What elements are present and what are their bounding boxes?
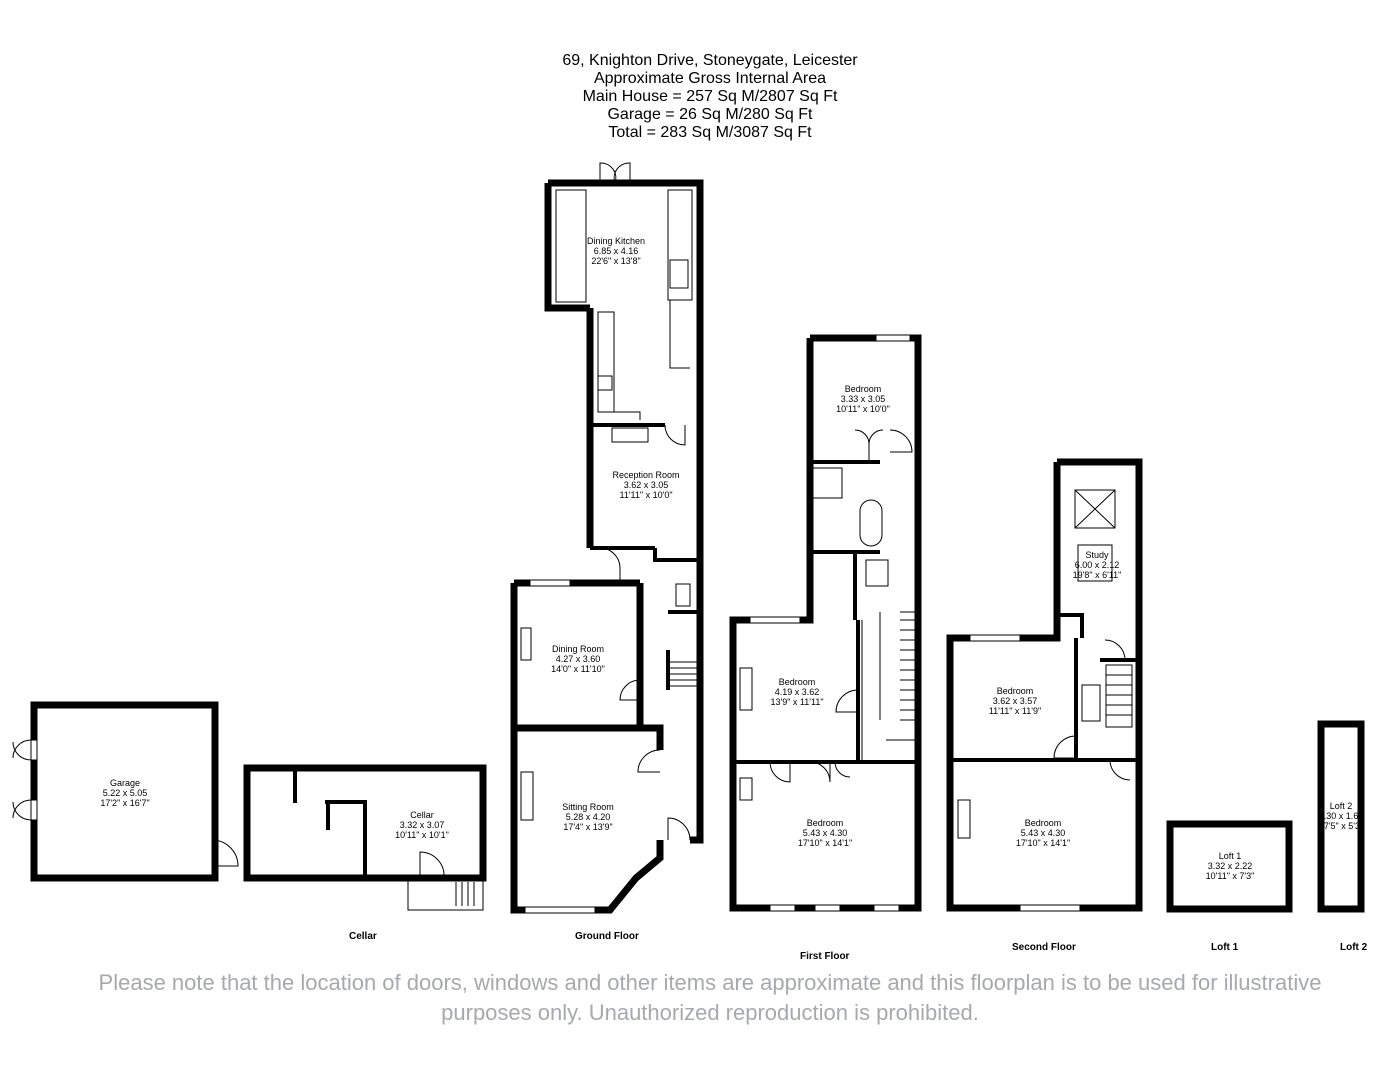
floor-label-cellar: Cellar: [349, 931, 377, 942]
first-floor-outline: [729, 334, 922, 912]
second-floor-outline: [946, 458, 1143, 912]
garage-outline: [12, 701, 239, 882]
loft-outlines: [1166, 720, 1365, 913]
garage-area: Garage = 26 Sq M/280 Sq Ft: [607, 106, 813, 123]
plan-header: 69, Knighton Drive, Stoneygate, Leiceste…: [0, 52, 1397, 142]
disclaimer-line-2: purposes only. Unauthorized reproduction…: [441, 1000, 979, 1025]
area-title: Approximate Gross Internal Area: [593, 70, 827, 87]
cellar-outline: [243, 764, 487, 911]
floor-label-first: First Floor: [800, 951, 850, 962]
ground-floor-outline: [510, 162, 704, 914]
floor-label-loft2: Loft 2: [1340, 942, 1368, 953]
floor-label-second: Second Floor: [1012, 942, 1076, 953]
address-title: 69, Knighton Drive, Stoneygate, Leiceste…: [562, 52, 858, 69]
floor-label-ground: Ground Floor: [575, 931, 639, 942]
disclaimer-line-1: Please note that the location of doors, …: [98, 970, 1322, 995]
floor-label-loft1: Loft 1: [1211, 942, 1239, 953]
main-house-area: Main House = 257 Sq M/2807 Sq Ft: [582, 88, 838, 105]
total-area: Total = 283 Sq M/3087 Sq Ft: [608, 124, 812, 141]
disclaimer: Please note that the location of doors, …: [40, 968, 1380, 1028]
